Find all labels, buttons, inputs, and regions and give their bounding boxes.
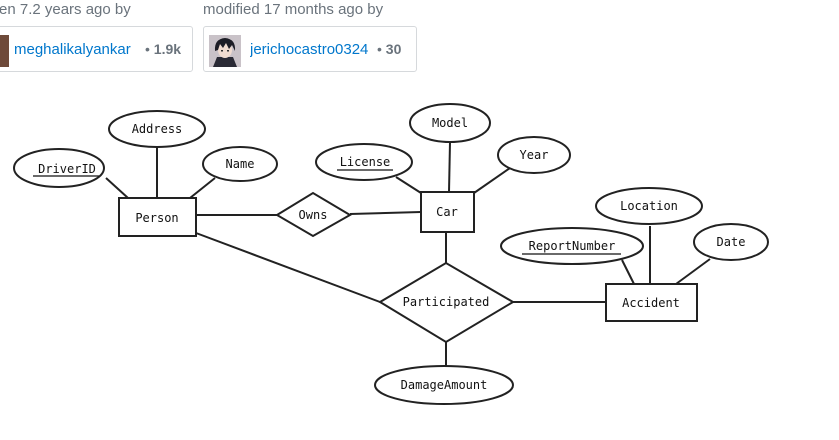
asker-avatar[interactable] [0, 35, 9, 67]
editor-user-card: jerichocastro0324 • 30 [203, 26, 417, 72]
relationship-participated: Participated [403, 295, 490, 309]
asker-reputation: • 1.9k [145, 41, 182, 57]
attr-driverid: DriverID [38, 162, 96, 176]
attr-reportnumber: ReportNumber [529, 239, 616, 253]
attr-model: Model [432, 116, 468, 130]
editor-avatar[interactable] [209, 35, 241, 67]
editor-username-link[interactable]: jerichocastro0324 [250, 41, 369, 58]
anime-avatar-icon [209, 35, 241, 67]
attr-date: Date [717, 235, 746, 249]
asker-username-link[interactable]: meghalikalyankar [14, 41, 131, 58]
modified-time-text: modified 17 months ago by [203, 1, 384, 18]
attr-license: License [340, 155, 391, 169]
entity-person: Person [135, 211, 178, 225]
attr-name: Name [226, 157, 255, 171]
attr-damageamount: DamageAmount [401, 378, 488, 392]
editor-reputation: • 30 [377, 41, 402, 57]
attr-address: Address [132, 122, 183, 136]
asker-user-card: meghalikalyankar • 1.9k [0, 26, 193, 72]
relationship-owns: Owns [299, 208, 328, 222]
entity-accident: Accident [622, 296, 680, 310]
asked-time-text: en 7.2 years ago by [0, 1, 131, 18]
attr-location: Location [620, 199, 678, 213]
attr-year: Year [520, 148, 549, 162]
entity-car: Car [436, 205, 458, 219]
